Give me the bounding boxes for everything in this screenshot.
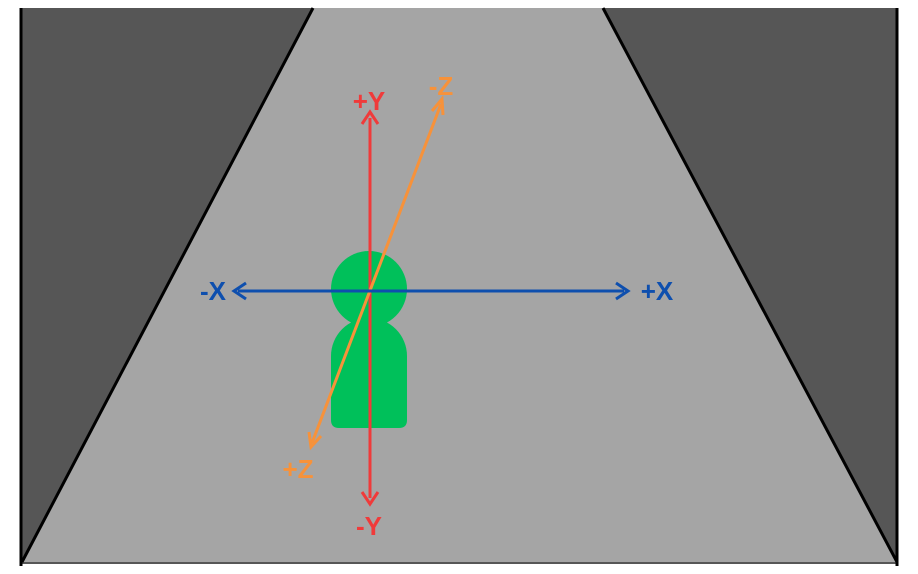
x-axis-positive-arrowhead xyxy=(615,281,631,301)
right-wall-edge xyxy=(601,7,899,563)
z-negative-label: -Z xyxy=(429,71,454,101)
x-positive-label: +X xyxy=(641,276,674,306)
z-positive-label: +Z xyxy=(282,454,313,484)
z-axis xyxy=(307,95,445,451)
x-axis-negative-arrowhead xyxy=(231,281,247,301)
x-negative-label: -X xyxy=(200,276,227,306)
y-axis-negative-arrowhead xyxy=(360,491,380,507)
x-axis xyxy=(231,281,631,301)
left-wall-edge xyxy=(20,7,315,563)
z-axis-positive-arrowhead xyxy=(307,431,323,451)
y-negative-label: -Y xyxy=(356,511,382,541)
z-axis-negative-arrowhead xyxy=(430,95,445,116)
y-axis-positive-arrowhead xyxy=(360,109,380,125)
y-axis xyxy=(360,109,380,507)
y-positive-label: +Y xyxy=(353,86,386,116)
